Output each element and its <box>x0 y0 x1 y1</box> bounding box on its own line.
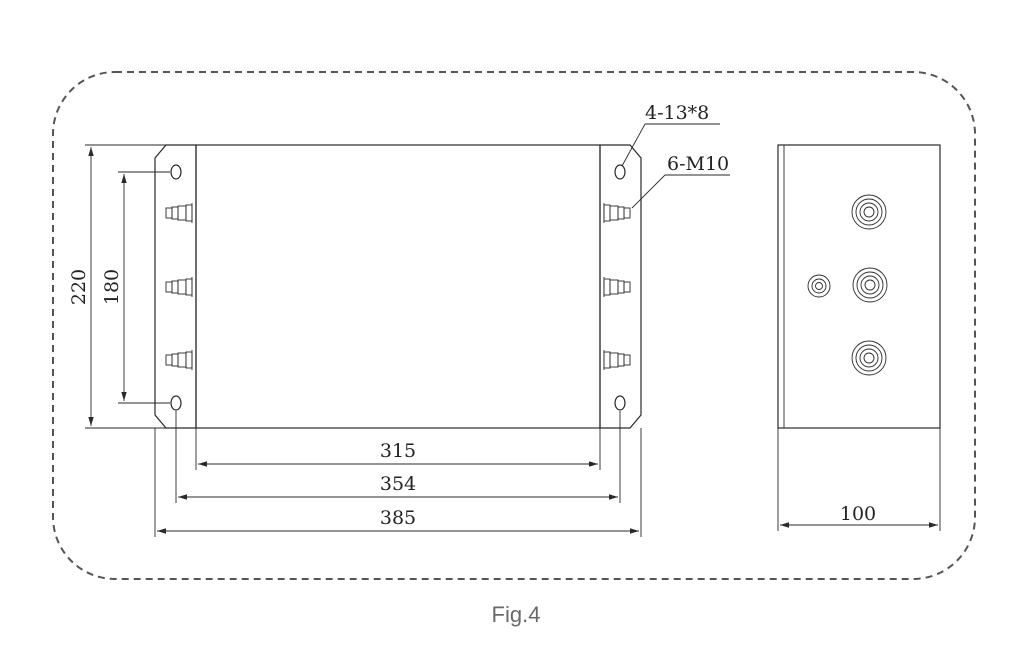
dimension-width-body: 315 <box>195 428 601 470</box>
dimension-depth: 100 <box>777 428 941 531</box>
dimension-height-holes: 180 <box>101 171 170 404</box>
side-body <box>777 144 941 429</box>
mounting-hole <box>170 395 182 411</box>
dimension-label-385: 385 <box>380 507 416 529</box>
callout-label-holes: 4-13*8 <box>645 102 709 124</box>
terminal <box>165 276 193 298</box>
ground-stud <box>807 274 831 298</box>
mounting-hole <box>614 164 626 180</box>
filter-body <box>195 144 601 429</box>
terminal-stud <box>852 267 888 303</box>
callout-mounting-holes: 4-13*8 <box>621 102 720 167</box>
dashed-boundary <box>52 71 976 580</box>
front-view <box>154 144 642 429</box>
dimension-label-354: 354 <box>380 473 416 495</box>
dimension-width-holes: 354 <box>175 411 621 503</box>
dimension-height-outer: 220 <box>68 144 196 429</box>
mounting-hole <box>170 164 182 180</box>
terminal <box>165 202 193 224</box>
terminal-stud <box>851 194 887 230</box>
side-view <box>777 144 941 429</box>
callout-terminals: 6-M10 <box>631 153 730 209</box>
left-mounting-flange <box>154 144 197 429</box>
terminal <box>603 202 631 224</box>
dimension-label-180: 180 <box>101 269 123 305</box>
right-mounting-flange <box>599 144 642 429</box>
callout-label-terminals: 6-M10 <box>667 153 729 175</box>
dimension-label-100: 100 <box>840 503 876 525</box>
terminal <box>603 276 631 298</box>
dimension-label-220: 220 <box>68 269 90 305</box>
terminal <box>165 349 193 371</box>
terminal <box>603 349 631 371</box>
figure-caption: Fig.4 <box>492 602 541 627</box>
dimension-width-overall: 385 <box>154 428 642 537</box>
dimension-label-315: 315 <box>380 440 416 462</box>
mounting-hole <box>614 395 626 411</box>
terminal-stud <box>851 340 887 376</box>
